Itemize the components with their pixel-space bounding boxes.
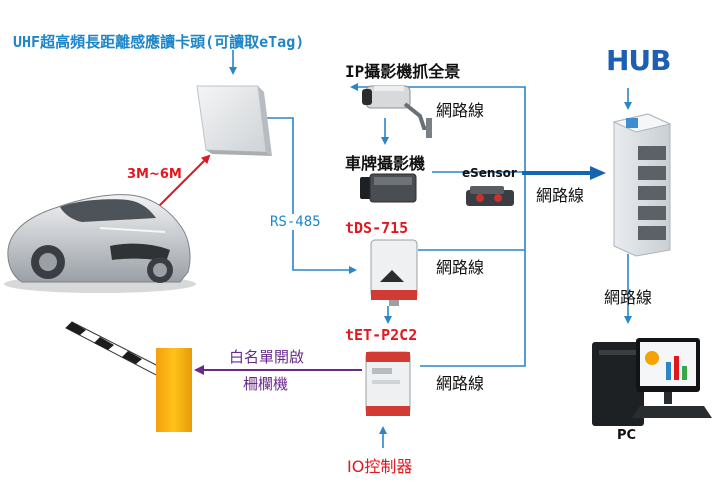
hub-image	[612, 113, 672, 257]
esensor-image	[466, 186, 514, 206]
pc-image	[592, 338, 712, 426]
whitelist-label-line2: 柵欄機	[243, 375, 289, 393]
tds-715-label: tDS-715	[345, 219, 409, 237]
rs485-line	[262, 117, 357, 274]
network-label-ip-camera: 網路線	[436, 101, 485, 120]
uhf-reader-title: UHF超高頻長距離感應讀卡頭(可讀取eTag)	[13, 33, 305, 51]
tet-p2c2-label: tET-P2C2	[345, 326, 418, 344]
barrier-gate	[65, 321, 192, 432]
esensor-label: eSensor	[462, 166, 517, 180]
car-image	[4, 194, 196, 293]
network-label-tet: 網路線	[436, 374, 485, 393]
network-bus	[420, 86, 526, 367]
plate-camera-image	[360, 173, 417, 203]
io-controller-label: IO控制器	[347, 457, 413, 476]
plate-camera-label: 車牌攝影機	[345, 154, 426, 173]
hub-label: HUB	[606, 44, 672, 77]
ip-camera-label: IP攝影機抓全景	[345, 62, 461, 81]
network-label-tds: 網路線	[436, 258, 485, 277]
distance-label: 3M~6M	[127, 167, 182, 182]
ip-camera-image	[362, 85, 432, 138]
whitelist-label-line1: 白名單開啟	[229, 348, 305, 366]
network-label-pc: 網路線	[604, 288, 653, 307]
pc-label: PC	[617, 428, 637, 443]
network-label-hub-input: 網路線	[536, 186, 585, 205]
tet-p2c2-image	[365, 351, 411, 416]
uhf-reader	[196, 85, 272, 156]
tds-715-image	[370, 239, 418, 306]
rs485-label: RS-485	[268, 214, 323, 230]
